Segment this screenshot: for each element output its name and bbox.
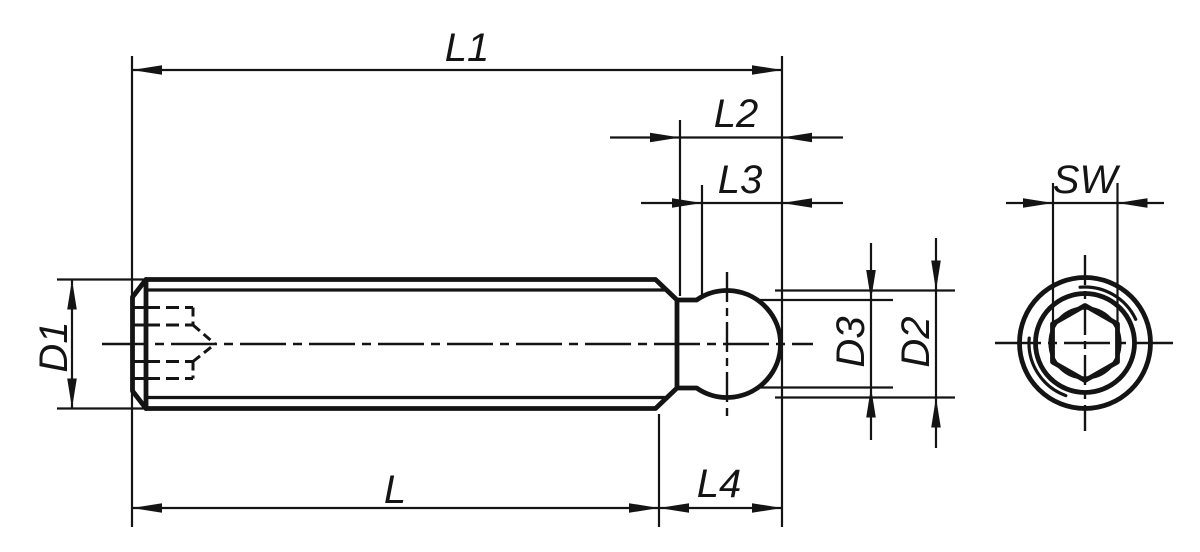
- dim-l2: [610, 132, 843, 143]
- label-d3: D3: [829, 316, 873, 367]
- label-l1: L1: [445, 26, 490, 70]
- end-view: [995, 255, 1173, 431]
- dim-d2: [931, 238, 941, 448]
- dimension-labels: L1 L2 L3 L L4 SW D1 D3 D2: [32, 26, 1120, 512]
- label-l2: L2: [714, 92, 759, 136]
- dim-l1: [132, 65, 782, 75]
- part-body: [130, 277, 783, 411]
- label-l: L: [384, 468, 406, 512]
- thread-root-arc-lower: [1027, 336, 1068, 398]
- socket-hidden-lines: [147, 306, 216, 380]
- label-d2: D2: [894, 316, 938, 367]
- dim-d1: [67, 279, 77, 409]
- dim-l4: [659, 503, 782, 513]
- dimensions: [57, 56, 1164, 527]
- thread-root-arc-upper: [1078, 285, 1138, 321]
- label-d1: D1: [32, 321, 76, 372]
- dim-l: [132, 503, 659, 513]
- label-l4: L4: [697, 462, 742, 506]
- side-view: [102, 272, 813, 417]
- dim-d3: [866, 243, 876, 440]
- dim-l3: [641, 198, 843, 208]
- socket-end-face-lines: [131, 306, 148, 380]
- label-sw: SW: [1053, 158, 1121, 202]
- drawing-lines: L1 L2 L3 L L4 SW D1 D3 D2: [32, 26, 1173, 527]
- label-l3: L3: [718, 158, 763, 202]
- dim-sw: [1006, 198, 1164, 208]
